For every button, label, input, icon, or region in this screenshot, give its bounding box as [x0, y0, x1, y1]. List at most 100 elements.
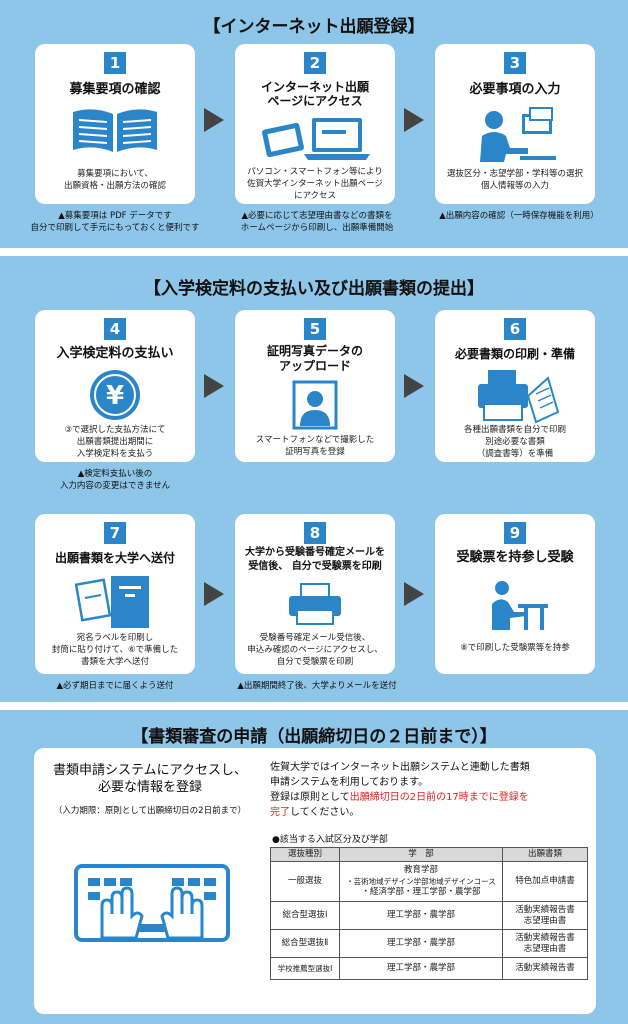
step-title: 出願書類を大学へ送付 [54, 551, 175, 565]
deadline-highlight: 出願締切日の2日前の17時までに登録を [349, 792, 529, 803]
para-text: してください。 [290, 807, 360, 818]
section2-title: 【入学検定料の支払い及び出願書類の提出】 [144, 279, 484, 299]
section1-title: 【インターネット出願登録】 [203, 17, 425, 37]
review-left-title: 書類申請システムにアクセスし、 必要な情報を登録 [34, 762, 266, 796]
step-desc: スマートフォンなどで撮影した 証明写真を登録 [239, 434, 391, 458]
table-cell: 総合型選抜Ⅱ [270, 929, 340, 958]
arrow-right-icon [204, 374, 224, 398]
keyboard-hands-icon [74, 864, 230, 942]
step-card-4: 4 入学検定料の支払い ¥ ③で選択した支払方法にて 出願書類提出期間に 入学検… [35, 310, 195, 462]
step-title: インターネット出願 ページにアクセス [235, 80, 395, 108]
note-line: ホームページから印刷し、出願準備開始 [240, 223, 394, 233]
note-8: ▲出願期間終了後、大学よりメールを送付 [222, 680, 412, 692]
table-row: 学校推薦型選抜Ⅰ 理工学部・農学部 活動実績報告書 [270, 957, 588, 980]
note-line: ▲検定料支払い後の [77, 469, 153, 479]
table-cell: 活動実績報告書 志望理由書 [502, 929, 588, 958]
desc-line: スマートフォンなどで撮影した [255, 435, 375, 445]
table-header-row: 選抜種別 学 部 出願書類 [270, 847, 588, 862]
desc-line: 出願書類提出期間に [76, 437, 154, 447]
table-cell: 総合型選抜Ⅰ [270, 901, 340, 930]
table-caption: ●該当する入試区分及び学部 [272, 835, 388, 845]
step-title: 大学から受験番号確定メールを 受信後、 自分で受験票を印刷 [235, 546, 395, 574]
step-card-2: 2 インターネット出願 ページにアクセス パソコン・スマートフォン等により 佐賀… [235, 44, 395, 204]
note-line: 自分で印刷して手元にもっておくと便利です [30, 223, 200, 233]
desc-line: 各種出願書類を自分で印刷 [463, 425, 566, 435]
note-line: 入力内容の変更はできません [59, 481, 171, 491]
step-title: 必要書類の印刷・準備 [454, 347, 575, 361]
table-row: 総合型選抜Ⅱ 理工学部・農学部 活動実績報告書 志望理由書 [270, 929, 588, 958]
title-line: 大学から受験番号確定メールを [245, 547, 385, 558]
step-desc: ⑧で印刷した受験票等を持参 [439, 642, 591, 654]
step-number: 1 [104, 52, 126, 74]
input-deadline: （入力期限：原則として出願締切日の2日前まで） [53, 806, 247, 816]
step-desc: 宛名ラベルを印刷し 封筒に貼り付けて、⑥で準備した 書類を大学へ送付 [39, 632, 191, 668]
arrow-right-icon [204, 582, 224, 606]
note-line: ▲必要に応じて志望理由書などの書類を [241, 211, 393, 221]
desc-line: （調査書等）を準備 [476, 449, 554, 459]
desc-line: パソコン・スマートフォン等により [247, 167, 383, 177]
desc-line: 個人情報等の入力 [480, 181, 549, 191]
table-cell: 教育学部 ・芸術地域デザイン学部地域デザインコース ・経済学部・理工学部・農学部 [339, 861, 503, 902]
desc-line: 宛名ラベルを印刷し [76, 633, 154, 643]
note-7: ▲必ず期日までに届くよう送付 [20, 680, 210, 692]
note-line: ▲出願期間終了後、大学よりメールを送付 [237, 681, 397, 691]
step-card-6: 6 必要書類の印刷・準備 各種出願書類を自分で印刷 別途必要な書類 （調査書等）… [435, 310, 595, 462]
step-number: 9 [504, 522, 526, 544]
step-number: 4 [104, 318, 126, 340]
step-card-8: 8 大学から受験番号確定メールを 受信後、 自分で受験票を印刷 受験番号確定メー… [235, 514, 395, 674]
note-line: ▲出願内容の確認（一時保存機能を利用） [439, 211, 599, 221]
step-desc: 選抜区分・志望学部・学科等の選択 個人情報等の入力 [439, 168, 591, 192]
table-cell: 学校推薦型選抜Ⅰ [270, 957, 340, 980]
desc-line: 証明写真を登録 [285, 447, 345, 457]
desc-line: 別途必要な書類 [485, 437, 545, 447]
table-cell: 理工学部・農学部 [339, 929, 503, 958]
desc-line: 選抜区分・志望学部・学科等の選択 [446, 169, 583, 179]
para-text: 登録は原則として [270, 792, 350, 803]
desc-line: ⑧で印刷した受験票等を持参 [460, 643, 570, 653]
desc-line: 自分で受験票を印刷 [276, 657, 354, 667]
note-line: ▲必ず期日までに届くよう送付 [56, 681, 174, 691]
step-desc: 受験番号確定メール受信後、 申込み確認のページにアクセスし、 自分で受験票を印刷 [239, 632, 391, 668]
table-cell: 理工学部・農学部 [339, 901, 503, 930]
step-desc: 募集要項において、 出願資格・出願方法の確認 [39, 168, 191, 192]
mailbox-icon [75, 576, 149, 628]
title-line: インターネット出願 [260, 80, 369, 94]
cell-line: 教育学部 [403, 865, 438, 875]
para-line: 佐賀大学ではインターネット出願システムと連動した書類 [270, 762, 530, 773]
cell-line: ・芸術地域デザイン学部地域デザインコース [346, 877, 496, 886]
step-number: 8 [304, 522, 326, 544]
table-header: 出願書類 [502, 847, 588, 862]
review-description: 佐賀大学ではインターネット出願システムと連動した書類 申請システムを利用しており… [270, 760, 590, 820]
title-line: アップロード [278, 359, 351, 373]
printer-document-icon [478, 370, 560, 424]
desc-line: 申込み確認のページにアクセスし、 [247, 645, 383, 655]
person-computer-icon [480, 107, 556, 162]
arrow-right-icon [404, 582, 424, 606]
printer-icon [289, 583, 341, 625]
laptop-icon [262, 118, 370, 160]
title-line: 証明写真データの [266, 344, 363, 358]
step-number: 6 [504, 318, 526, 340]
para-line: 完了してください。 [270, 805, 590, 820]
step-title: 必要事項の入力 [469, 82, 561, 97]
table-cell: 活動実績報告書 [502, 957, 588, 980]
deadline-highlight: 完了 [270, 807, 290, 818]
step-desc: 各種出願書類を自分で印刷 別途必要な書類 （調査書等）を準備 [439, 424, 591, 460]
eligibility-table: 選抜種別 学 部 出願書類 一般選抜 教育学部 ・芸術地域デザイン学部地域デザイ… [270, 847, 588, 980]
desc-line: 入学検定料を支払う [76, 449, 154, 459]
table-cell: 一般選抜 [270, 861, 340, 902]
title-line: 必要な情報を登録 [97, 780, 202, 795]
review-card: 書類申請システムにアクセスし、 必要な情報を登録 （入力期限：原則として出願締切… [34, 748, 596, 1014]
exam-desk-icon [492, 581, 548, 630]
step-desc: ③で選択した支払方法にて 出願書類提出期間に 入学検定料を支払う [39, 424, 191, 460]
table-row: 総合型選抜Ⅰ 理工学部・農学部 活動実績報告書 志望理由書 [270, 901, 588, 930]
table-header: 選抜種別 [270, 847, 340, 862]
desc-line: 書類を大学へ送付 [80, 657, 149, 667]
title-line: ページにアクセス [267, 94, 363, 108]
step-title: 証明写真データの アップロード [235, 344, 395, 374]
cell-line: ・経済学部・理工学部・農学部 [361, 887, 481, 897]
desc-line: 受験番号確定メール受信後、 [259, 633, 371, 643]
cell-line: 活動実績報告書 [515, 932, 575, 943]
title-line: 書類申請システムにアクセスし、 [53, 763, 247, 778]
section-document-review: 【書類審査の申請（出願締切日の２日前まで）】 書類申請システムにアクセスし、 必… [0, 710, 628, 1024]
